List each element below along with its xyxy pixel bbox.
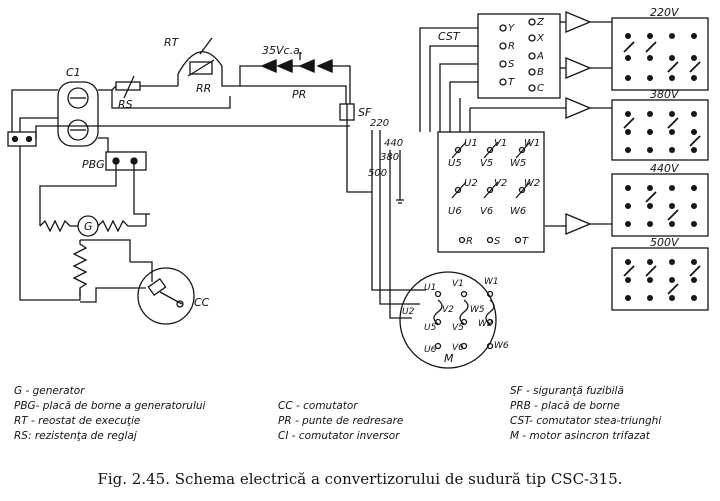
legend-column-3: SF - siguranţă fuzibilă PRB - placă de b… — [510, 384, 661, 444]
label-u6: U6 — [448, 206, 462, 217]
label-sf: SF — [358, 106, 372, 119]
label-motor-w1: W1 — [484, 277, 499, 287]
label-u5: U5 — [448, 158, 462, 169]
label-motor-v6: V6 — [452, 343, 464, 353]
label-b: B — [537, 67, 544, 78]
panel-220v-label: 220V — [650, 6, 680, 19]
label-v5: V5 — [480, 158, 493, 169]
label-motor-u1: U1 — [424, 283, 436, 293]
label-v2: V2 — [494, 178, 507, 189]
legend-item: M - motor asincron trifazat — [510, 430, 650, 442]
label-w2: W2 — [524, 178, 540, 189]
panel-500v — [611, 247, 709, 311]
label-r: R — [508, 41, 515, 52]
label-motor-v5: V5 — [452, 323, 464, 333]
switch-contact-2 — [565, 57, 592, 79]
label-motor-w2: W2 — [478, 319, 493, 329]
label-w1: W1 — [524, 138, 540, 149]
label-35v: 35Vc.a. — [262, 44, 303, 57]
rt-rheostat — [177, 51, 223, 75]
panel-440v — [611, 173, 709, 237]
label-rs: RS — [118, 98, 133, 111]
generator-winding — [72, 240, 88, 296]
label-u2: U2 — [464, 178, 478, 189]
label-t2: T — [522, 236, 529, 247]
label-v6: V6 — [480, 206, 493, 217]
label-r2: R — [466, 236, 473, 247]
legend-item: PBG- placă de borne a generatorului — [14, 400, 206, 412]
label-440: 440 — [384, 138, 403, 149]
panel-380v — [611, 99, 709, 161]
rectifier-bridge — [239, 52, 351, 104]
label-pr: PR — [292, 88, 306, 101]
legend-item: RT - reostat de execuţie — [14, 415, 141, 427]
label-pbg: PBG — [82, 158, 105, 171]
label-c: C — [537, 83, 544, 94]
legend-column-1: G - generator PBG- placă de borne a gene… — [14, 384, 205, 444]
label-y: Y — [508, 23, 515, 34]
label-cst: CST — [438, 30, 461, 43]
label-motor-v2: V2 — [442, 305, 454, 315]
rr-resistor — [189, 61, 213, 75]
label-motor-w6: W6 — [494, 341, 509, 351]
panel-440v-label: 440V — [650, 162, 680, 175]
c1-contact-top — [67, 87, 89, 109]
prb-terminal-board — [437, 131, 545, 253]
label-motor-u2: U2 — [402, 307, 415, 317]
label-380: 380 — [380, 152, 399, 163]
c1-contact-bottom — [67, 119, 89, 141]
cst-commutator — [477, 13, 561, 99]
label-a: A — [536, 51, 544, 62]
label-s: S — [508, 59, 515, 70]
label-motor-v1: V1 — [452, 279, 464, 289]
cc-commutator — [137, 267, 195, 325]
label-z: Z — [536, 17, 545, 28]
circuit-diagram: C1 RT RS RR 35Vc.a. PR CST SF PBG G CC M… — [7, 6, 709, 369]
panel-220v — [611, 17, 709, 91]
label-m: M — [444, 352, 454, 365]
label-rr: RR — [196, 82, 211, 95]
label-s2: S — [494, 236, 501, 247]
c1-switch-body — [57, 81, 99, 147]
legend-item: RS: rezistenţa de reglaj — [14, 430, 137, 442]
switch-contact-1 — [565, 11, 592, 33]
legend-item: PR - punte de redresare — [278, 415, 404, 427]
legend-item: CC - comutator — [278, 400, 358, 412]
legend-item: G - generator — [14, 385, 85, 397]
panel-380v-label: 380V — [650, 88, 680, 101]
label-cc: CC — [194, 296, 210, 309]
field-winding — [39, 219, 71, 233]
panel-500v-label: 500V — [650, 236, 680, 249]
label-motor-w5: W5 — [470, 305, 485, 315]
label-w6: W6 — [510, 206, 526, 217]
label-g: G — [84, 220, 93, 233]
switch-contact-3 — [565, 97, 592, 119]
label-u1: U1 — [464, 138, 478, 149]
label-motor-u5: U5 — [424, 323, 437, 333]
pbg-terminal-block — [105, 151, 147, 171]
label-x: X — [536, 33, 545, 44]
legend-column-2: CC - comutator PR - punte de redresare C… — [278, 399, 403, 444]
motor-m — [399, 271, 497, 369]
label-500: 500 — [368, 168, 387, 179]
switch-contact-4 — [565, 213, 592, 235]
legend-item: PRB - placă de borne — [510, 400, 620, 412]
label-220: 220 — [370, 118, 389, 129]
figure-caption: Fig. 2.45. Schema electrică a convertizo… — [97, 470, 623, 488]
legend-item: CST- comutator stea-triunghi — [510, 415, 662, 427]
legend-item: CI - comutator inversor — [278, 430, 400, 442]
legend-item: SF - siguranţă fuzibilă — [510, 385, 624, 397]
label-rt: RT — [164, 36, 180, 49]
label-w5: W5 — [510, 158, 526, 169]
label-c1: C1 — [66, 66, 81, 79]
label-motor-u6: U6 — [424, 345, 437, 355]
label-t: T — [508, 77, 515, 88]
label-v1: V1 — [494, 138, 507, 149]
